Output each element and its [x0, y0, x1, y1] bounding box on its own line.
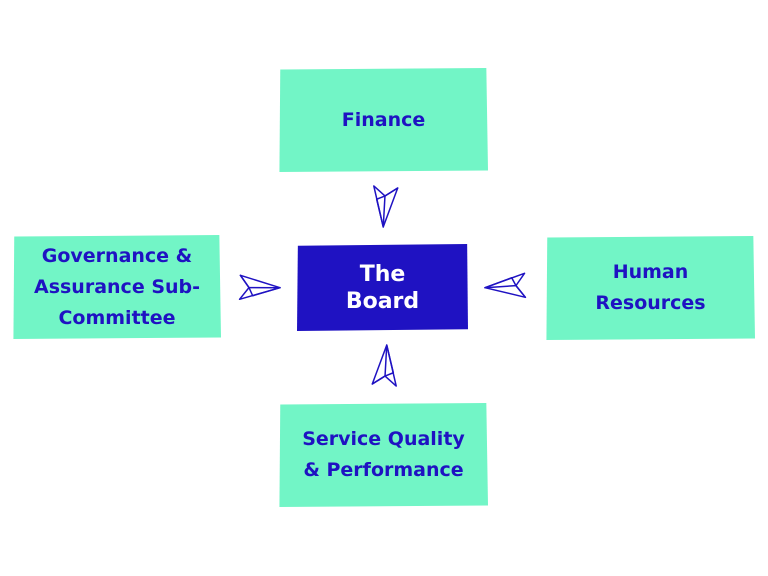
finance-label: Finance	[341, 108, 426, 131]
board-box: The Board	[297, 244, 468, 331]
service-quality-box: Service Quality & Performance	[279, 403, 488, 507]
paper-plane-icon	[483, 265, 527, 309]
paper-plane-icon	[363, 185, 407, 229]
human-resources-box: Human Resources	[546, 236, 755, 340]
human-resources-label: Human Resources	[595, 261, 706, 314]
service-quality-label: Service Quality & Performance	[302, 428, 465, 481]
paper-plane-icon	[238, 265, 282, 309]
board-label: The Board	[345, 261, 420, 314]
governance-box: Governance & Assurance Sub- Committee	[13, 235, 221, 339]
finance-box: Finance	[279, 68, 488, 172]
governance-label: Governance & Assurance Sub- Committee	[33, 244, 201, 329]
paper-plane-icon	[363, 343, 407, 387]
